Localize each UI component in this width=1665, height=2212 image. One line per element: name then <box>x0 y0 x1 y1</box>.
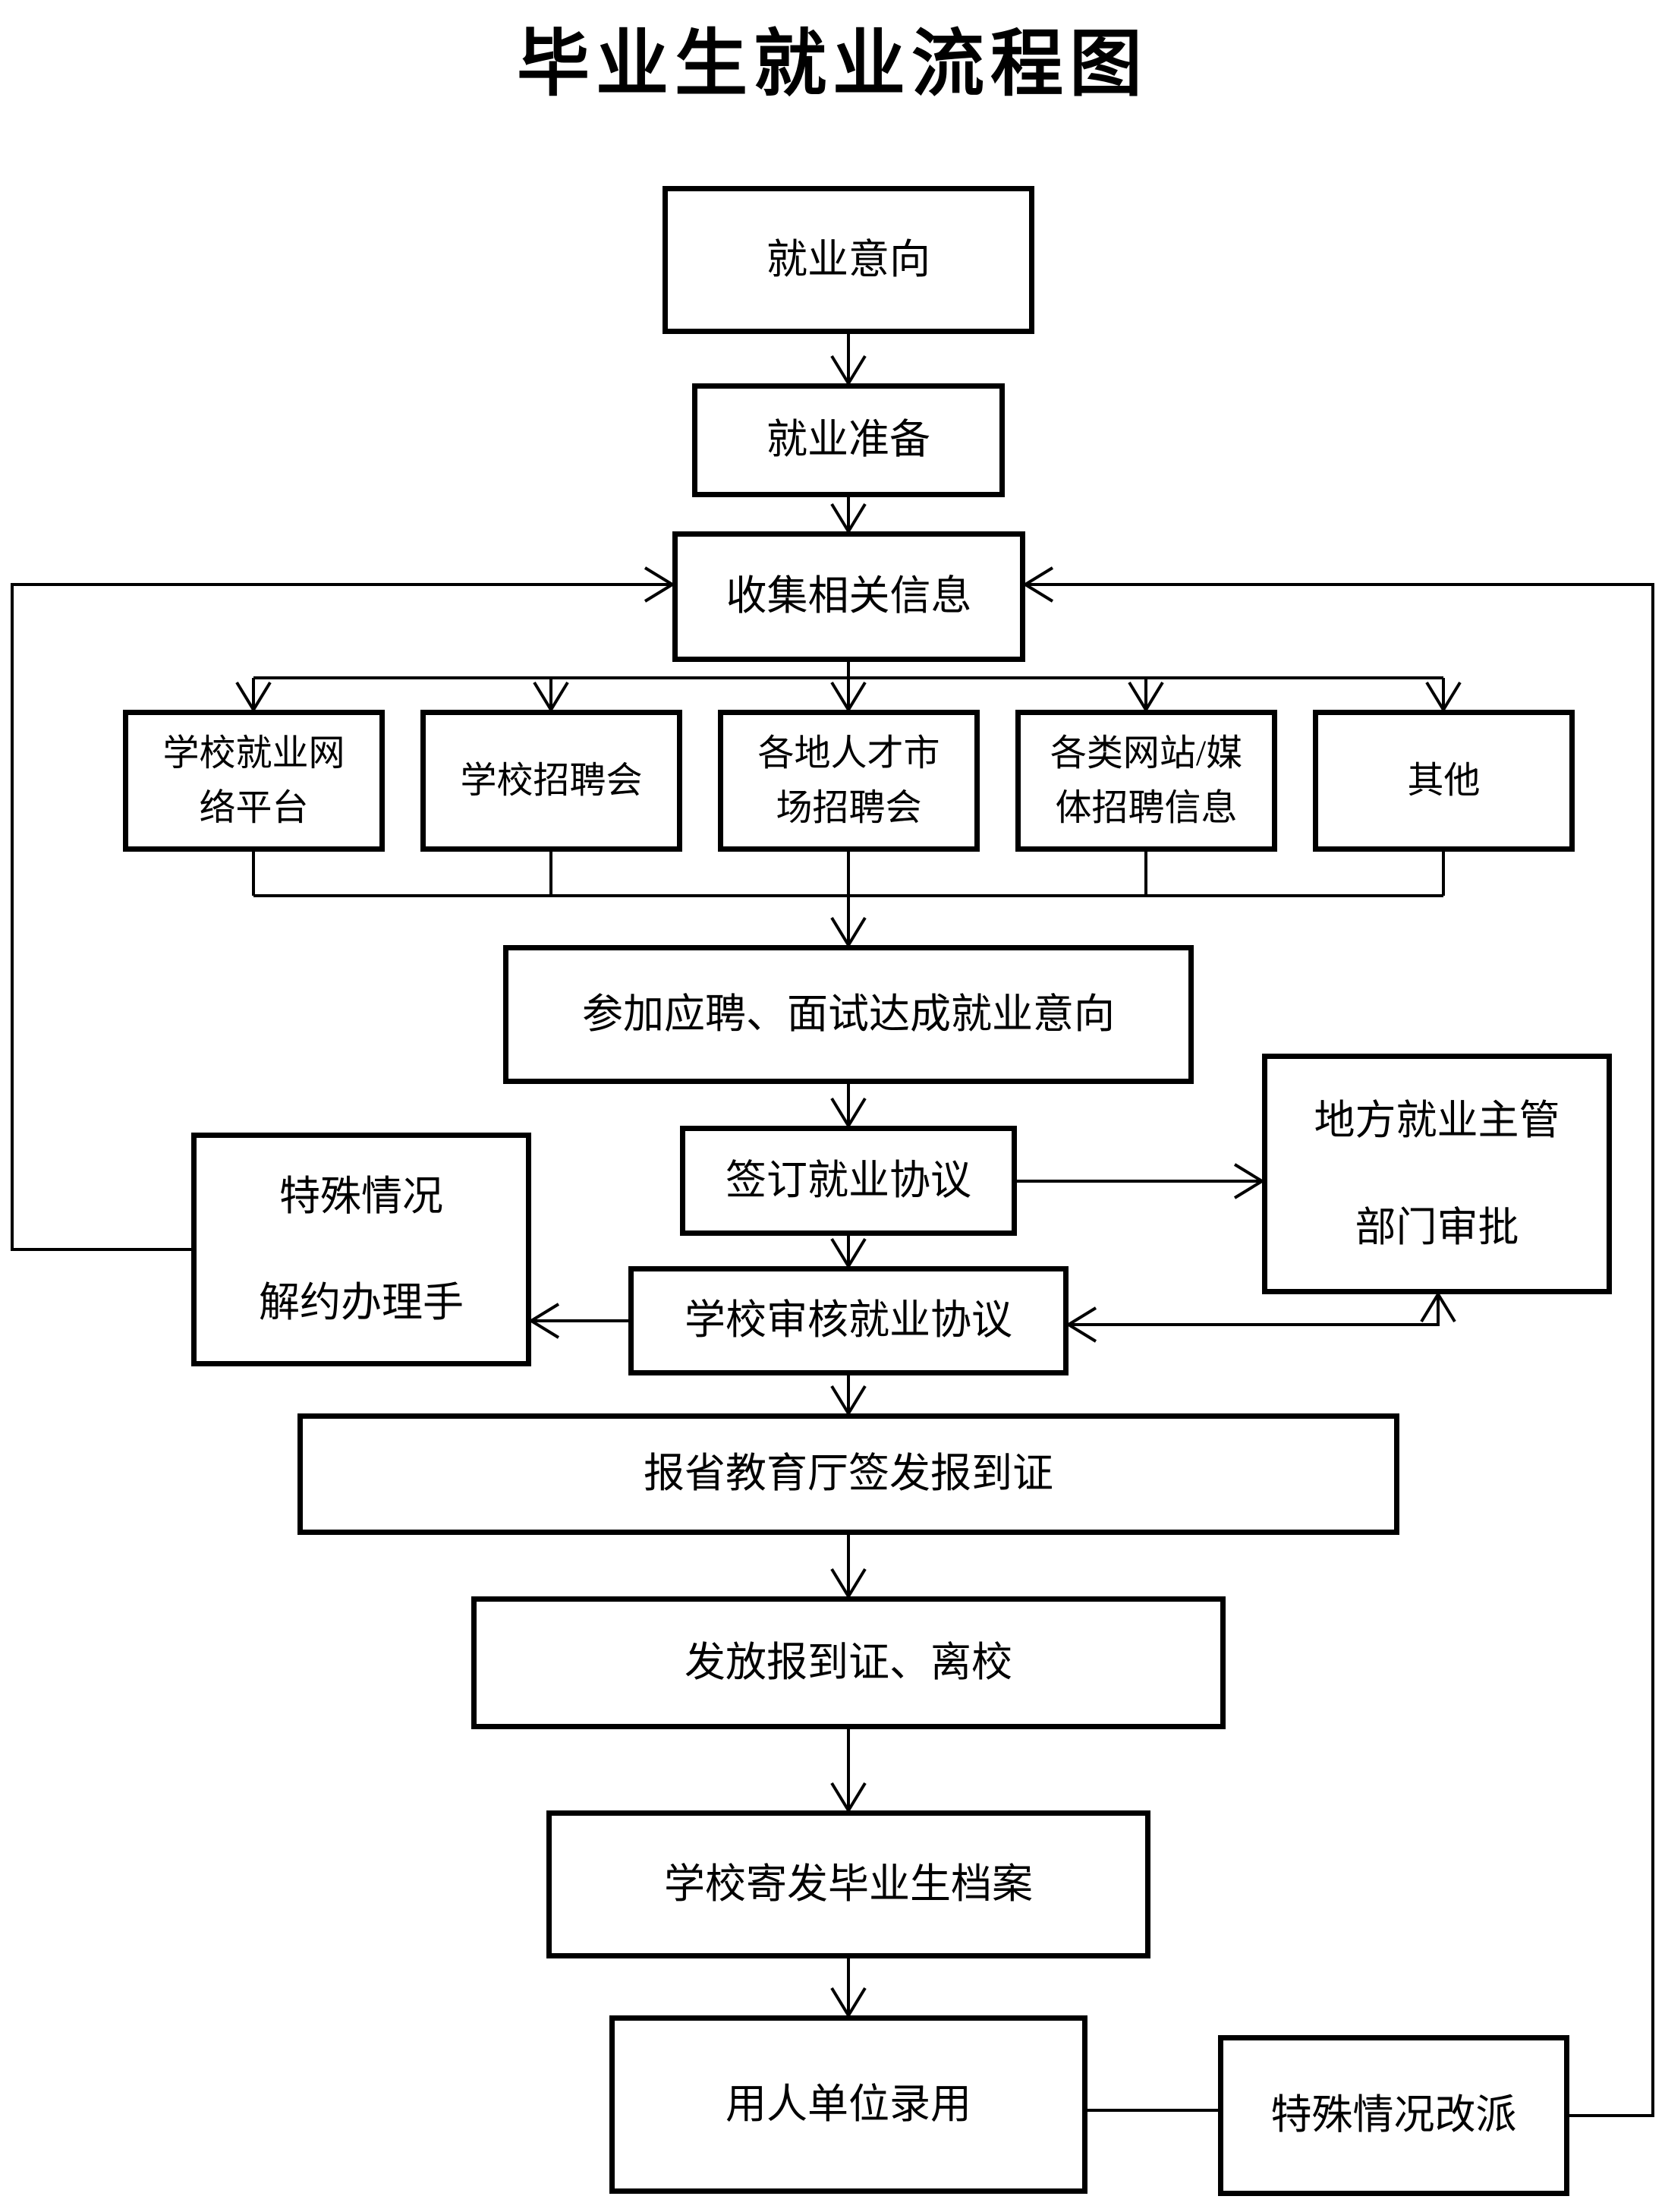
node-employment-preparation: 就业准备 <box>692 383 1005 497</box>
node-interview-reach-intention: 参加应聘、面试达成就业意向 <box>503 945 1194 1084</box>
edge-collect-to-channels <box>235 662 1462 713</box>
edge-issue-archives <box>830 1729 867 1813</box>
node-school-review-agreement: 学校审核就业协议 <box>628 1266 1069 1375</box>
node-local-employment-authority-approval: 地方就业主管 部门审批 <box>1262 1054 1612 1294</box>
node-issue-cert-leave-school: 发放报到证、离校 <box>471 1596 1226 1729</box>
edge-channels-to-interview <box>252 852 1445 948</box>
edge-special-reassignment-loop-collect <box>1022 566 1654 2117</box>
node-collect-info: 收集相关信息 <box>672 531 1025 662</box>
node-sign-agreement: 签订就业协议 <box>680 1126 1017 1236</box>
edge-archives-employer <box>830 1958 867 2018</box>
node-channel-website-media: 各类网站/媒 体招聘信息 <box>1015 710 1277 852</box>
node-school-send-archives: 学校寄发毕业生档案 <box>546 1810 1150 1958</box>
node-special-reassignment: 特殊情况改派 <box>1218 2035 1569 2196</box>
edge-preparation-collect <box>830 497 867 534</box>
edge-interview-sign <box>830 1084 867 1129</box>
node-channel-talent-market-fair: 各地人才市 场招聘会 <box>718 710 980 852</box>
node-channel-school-web-platform: 学校就业网 络平台 <box>123 710 385 852</box>
node-channel-other: 其他 <box>1313 710 1575 852</box>
page-title: 毕业生就业流程图 <box>517 24 1148 105</box>
node-employer-hire: 用人单位录用 <box>609 2015 1087 2194</box>
edge-school-review-special-termination <box>528 1303 628 1339</box>
edge-school-review-local-authority-bidirectional <box>1065 1291 1456 1343</box>
node-employment-intention: 就业意向 <box>663 186 1034 334</box>
edge-school-review-provincial <box>830 1375 867 1416</box>
node-special-termination: 特殊情况 解约办理手 <box>191 1133 531 1366</box>
edge-sign-local-authority <box>1017 1163 1265 1199</box>
edge-intention-preparation <box>830 334 867 386</box>
node-channel-school-job-fair: 学校招聘会 <box>420 710 682 852</box>
node-provincial-education-dept-cert: 报省教育厅签发报到证 <box>297 1413 1399 1535</box>
edge-provincial-issue <box>830 1535 867 1599</box>
edge-sign-school-review <box>830 1236 867 1269</box>
